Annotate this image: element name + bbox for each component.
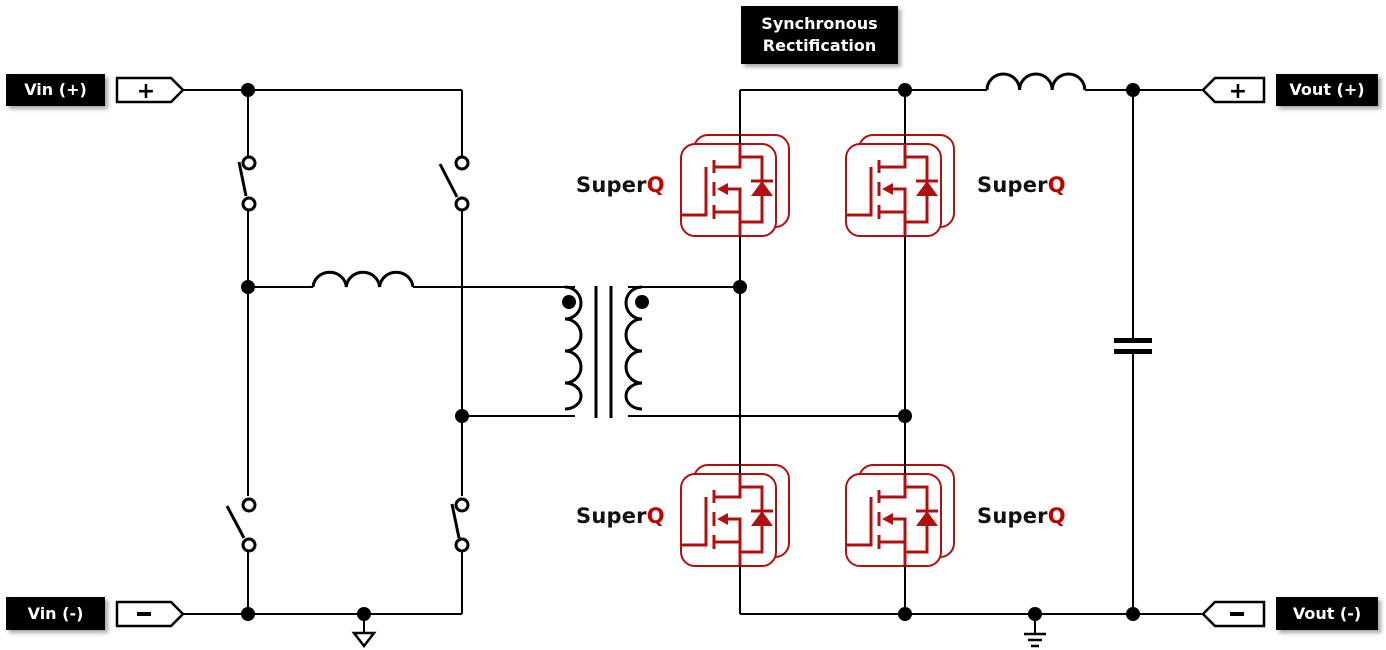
- polarity-dot-primary: [562, 295, 576, 309]
- title-line-1: Synchronous: [761, 14, 878, 34]
- earth-ground-icon: [1024, 632, 1046, 648]
- brand-text: Super: [977, 504, 1048, 528]
- label-vout-neg-text: Vout (-): [1292, 603, 1362, 623]
- superq-label-q1: SuperQ: [576, 173, 665, 197]
- brand-accent: Q: [1047, 504, 1066, 528]
- switch-bottom-left: [225, 497, 257, 553]
- label-vin-neg-text: Vin (-): [27, 603, 84, 623]
- junction-dot: [1126, 83, 1140, 97]
- brand-text: Super: [576, 504, 647, 528]
- superq-label-q3: SuperQ: [576, 504, 665, 528]
- brand-accent: Q: [646, 173, 665, 197]
- mosfet-q1-icon: [679, 133, 791, 238]
- junction-dot: [357, 607, 371, 621]
- switch-bottom-right: [450, 497, 470, 553]
- terminal-tag-vout-pos: +: [1201, 76, 1266, 104]
- output-capacitor: [1114, 338, 1152, 354]
- sign-plus: +: [1229, 79, 1247, 104]
- title-synchronous-rectification: Synchronous Rectification: [741, 6, 898, 64]
- superq-label-q2: SuperQ: [977, 173, 1066, 197]
- superq-label-q4: SuperQ: [977, 504, 1066, 528]
- transformer: [562, 285, 649, 418]
- output-inductor: [985, 72, 1087, 91]
- primary-inductor: [311, 270, 415, 288]
- label-vout-neg: Vout (-): [1276, 597, 1378, 630]
- switch-top-left: [237, 155, 257, 212]
- sign-minus: [137, 612, 151, 616]
- junction-dot: [241, 607, 255, 621]
- label-vout-pos-text: Vout (+): [1289, 80, 1365, 100]
- signal-ground-icon: [351, 631, 377, 649]
- mosfet-q3-icon: [679, 463, 791, 568]
- title-line-2: Rectification: [762, 36, 877, 55]
- mosfet-q4-icon: [844, 463, 956, 568]
- label-vout-pos: Vout (+): [1276, 74, 1378, 106]
- polarity-dot-secondary: [635, 295, 649, 309]
- junction-dot: [455, 409, 469, 423]
- label-vin-neg: Vin (-): [6, 597, 105, 630]
- transformer-secondary-coil: [624, 285, 643, 411]
- junction-dot: [241, 83, 255, 97]
- label-vin-pos: Vin (+): [6, 74, 105, 106]
- terminal-tag-vout-neg: [1201, 600, 1266, 628]
- brand-accent: Q: [1047, 173, 1066, 197]
- junction-dot: [241, 280, 255, 294]
- brand-accent: Q: [646, 504, 665, 528]
- switch-top-right: [438, 155, 470, 212]
- sign-plus: +: [137, 79, 155, 104]
- brand-text: Super: [977, 173, 1048, 197]
- label-vin-pos-text: Vin (+): [24, 80, 87, 100]
- mosfet-q2-icon: [844, 133, 956, 238]
- junction-dot: [1028, 607, 1042, 621]
- transformer-primary-coil: [564, 285, 583, 411]
- sign-minus: [1230, 612, 1244, 616]
- junction-dot: [1126, 607, 1140, 621]
- terminal-tag-vin-pos: +: [115, 76, 185, 104]
- terminal-tag-vin-neg: [115, 600, 185, 628]
- brand-text: Super: [576, 173, 647, 197]
